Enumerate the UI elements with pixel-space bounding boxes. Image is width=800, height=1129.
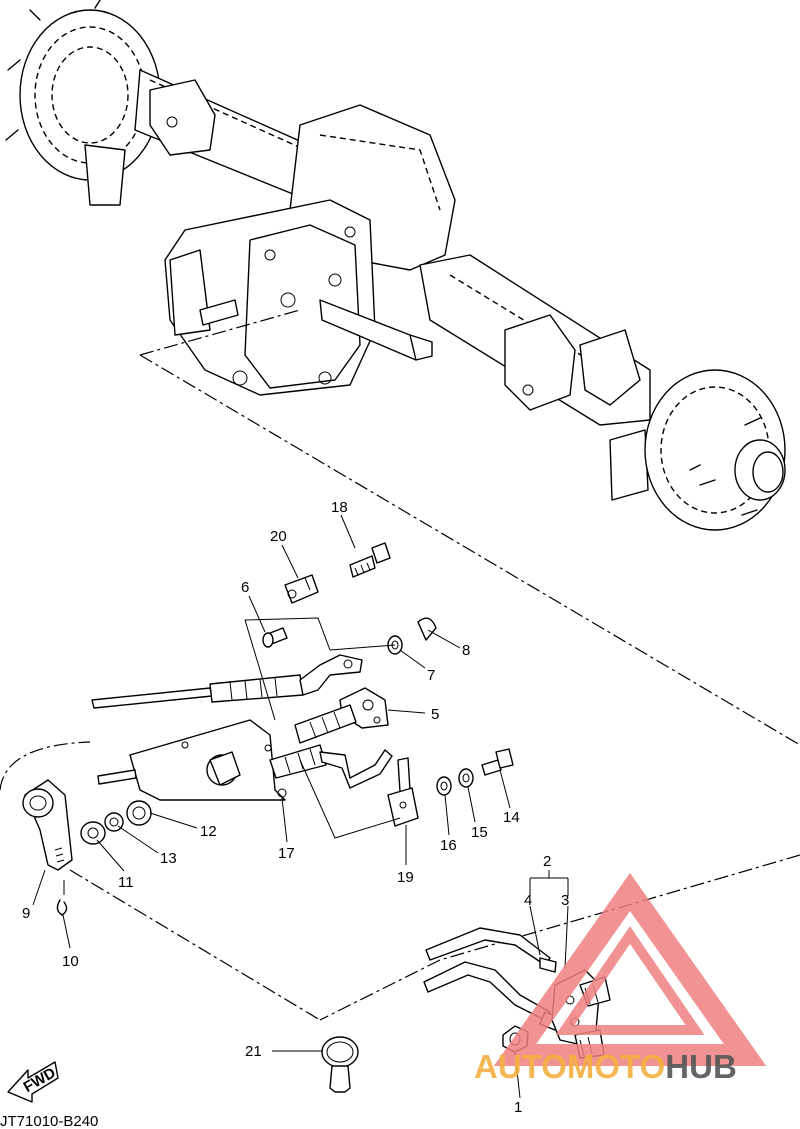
washer-16: [436, 776, 452, 796]
callout-13: 13: [160, 850, 177, 867]
washer-12: [126, 800, 152, 826]
washer-15: [458, 768, 474, 788]
callout-18: 18: [331, 499, 348, 516]
clamp-19: [387, 757, 419, 827]
callout-1: 1: [514, 1099, 522, 1116]
part-code-label: JT71010-B240: [0, 1113, 98, 1129]
lever-9: [22, 779, 73, 871]
brake-cable-lower: [269, 744, 393, 789]
callout-11: 11: [118, 874, 134, 891]
callout-10: 10: [62, 953, 79, 970]
brake-cable-middle: [294, 704, 357, 744]
rear-axle-assembly: [5, 0, 786, 531]
watermark-text: AUTOMOTOHUB: [474, 1048, 737, 1085]
callout-15: 15: [471, 824, 488, 841]
callout-14: 14: [503, 809, 520, 826]
callout-12: 12: [200, 823, 217, 840]
clip-10: [56, 880, 68, 916]
clevis-20: [284, 574, 319, 604]
brake-linkage-assembly: [22, 542, 514, 916]
watermark-triangle-logo: [493, 872, 767, 1066]
callout-7: 7: [427, 667, 435, 684]
callout-5: 5: [431, 706, 439, 723]
callout-2: 2: [543, 853, 551, 870]
callout-17: 17: [278, 845, 295, 862]
bolt-18: [349, 542, 391, 578]
pin-6: [262, 627, 288, 648]
callout-9: 9: [22, 905, 30, 922]
bracket-17: [97, 719, 287, 801]
cotter-pin-8: [417, 617, 437, 641]
fwd-arrow-icon: FWD: [7, 1061, 59, 1103]
callout-16: 16: [440, 837, 457, 854]
callout-20: 20: [270, 528, 287, 545]
leader-lines: [32, 514, 569, 1099]
ring-clamp-21: [321, 1036, 359, 1093]
callout-6: 6: [241, 579, 249, 596]
clip-13: [104, 812, 124, 832]
washer-11: [80, 821, 106, 845]
exploded-boundary-lines: [0, 309, 800, 1021]
callout-21: 21: [245, 1043, 262, 1060]
callout-19: 19: [397, 869, 414, 886]
bolt-14: [481, 748, 514, 776]
callout-4: 4: [524, 892, 532, 909]
brake-cable-upper: [91, 654, 363, 709]
automotohub-watermark: AUTOMOTOHUB: [474, 872, 767, 1085]
callout-3: 3: [561, 892, 569, 909]
callout-8: 8: [462, 642, 470, 659]
callout-numbers: 1 2 3 4 5 6 7 8 9 10 11 12 13 14 15 16 1…: [22, 499, 569, 1116]
